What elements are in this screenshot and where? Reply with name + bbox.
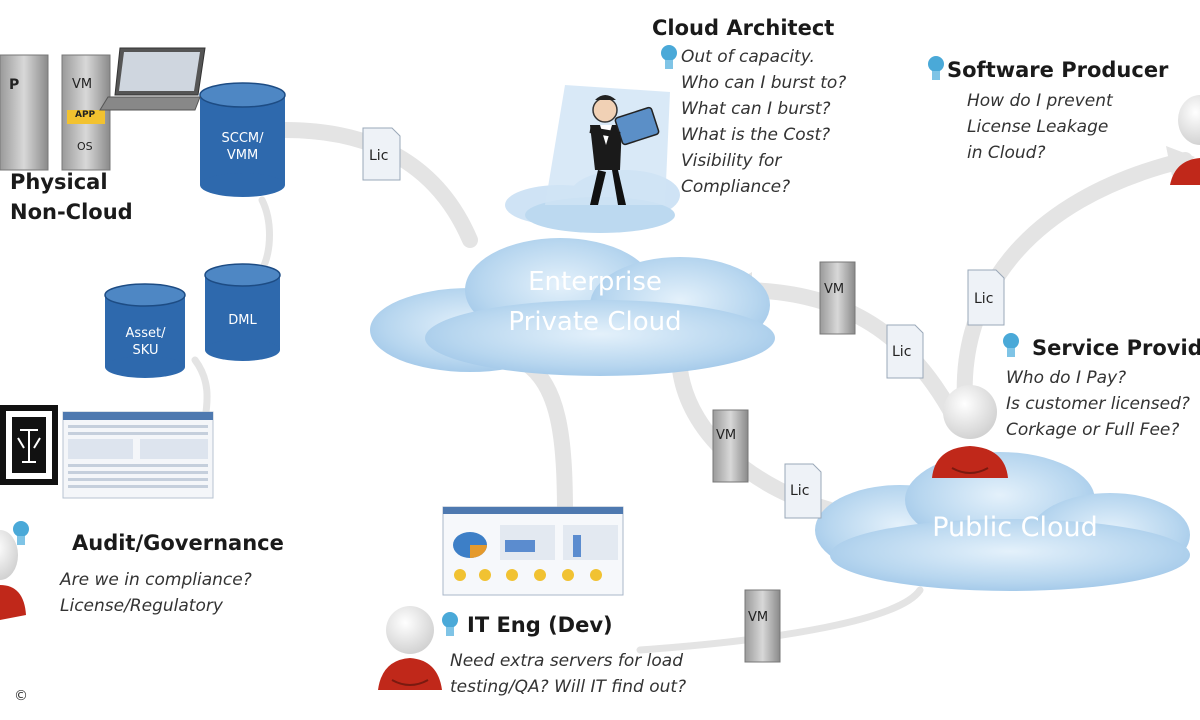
vm-label-2: VM [716,428,737,443]
architect-question-6: Compliance? [681,177,791,197]
lic-label-1: Lic [369,148,389,164]
vm-label-1: VM [824,282,845,297]
lightbulb-icon [928,56,944,80]
architect-question-1: Out of capacity. [681,47,815,67]
lic-document-4 [784,463,822,519]
connector-sccm-to-dml [258,196,273,274]
software-producer-questions: How do I prevent License Leakage in Clou… [967,88,1113,166]
connector-asset-to-audit [191,356,211,424]
producer-question-1: How do I prevent [967,91,1113,111]
provider-question-2: Is customer licensed? [1006,394,1190,414]
lightbulb-icon [1003,333,1019,357]
connector-enterprise-to-iteng [512,352,573,523]
connector-sccm-to-enterprise [277,122,478,248]
architect-question-3: What can I burst? [681,99,831,119]
cylinder-dml [204,263,281,361]
lightbulb-icon [442,612,458,636]
lic-document-1 [362,127,401,181]
service-provider-questions: Who do I Pay? Is customer licensed? Cork… [1006,365,1190,443]
server-vm-label: VM [72,77,93,92]
scales-icon [0,405,58,485]
copyright-mark: © [14,688,28,704]
architect-question-4: What is the Cost? [681,125,831,145]
audit-question-1: Are we in compliance? [60,570,252,590]
physical-servers [0,54,111,171]
vm-server-3 [744,589,781,663]
cylinder-sccm [199,82,286,197]
cloud-architect-questions: Out of capacity. Who can I burst to? Wha… [681,44,846,200]
dml-label: DML [228,313,257,328]
lic-label-2: Lic [892,344,912,360]
audit-report-thumbnail [62,411,214,499]
service-provider-block: Service Provider Who do I Pay? Is custom… [1000,330,1200,450]
lightbulb-icon [661,45,677,69]
person-service-provider [932,385,1008,478]
server-os-label: OS [77,140,93,153]
iteng-question-1: Need extra servers for load [450,651,684,671]
asset-label-line1: Asset/ [125,326,166,341]
person-audit [0,530,26,620]
enterprise-cloud-shape [370,238,775,376]
architect-question-2: Who can I burst to? [681,73,847,93]
provider-question-1: Who do I Pay? [1006,368,1127,388]
vm-server-2 [712,409,749,483]
software-producer-title: Software Producer [947,58,1169,82]
sccm-label-line1: SCCM/ [221,131,264,146]
it-eng-title: IT Eng (Dev) [467,613,613,637]
lightbulb-icon [13,521,29,545]
audit-question-2: License/Regulatory [60,596,223,616]
asset-label-line2: SKU [132,343,159,358]
person-it-eng [378,606,442,690]
it-eng-questions: Need extra servers for load testing/QA? … [450,648,686,700]
producer-question-3: in Cloud? [967,143,1046,163]
cloud-architect-title: Cloud Architect [652,16,835,40]
audit-questions: Are we in compliance? License/Regulatory [60,567,252,619]
lic-label-3: Lic [974,291,994,307]
vm-server-1 [819,261,856,335]
person-software-producer [1170,95,1200,185]
public-cloud-label: Public Cloud [932,512,1098,543]
dashboard-thumbnail [442,506,624,596]
server-p-label: P [9,77,20,93]
cylinder-asset [104,283,186,378]
enterprise-cloud-line2: Private Cloud [508,307,682,337]
sccm-label: SCCM/ VMM [205,130,280,164]
physical-label-line2: Non-Cloud [10,200,133,224]
asset-label: Asset/ SKU [108,325,183,359]
connector-public-to-iteng [636,586,924,654]
server-app-label: APP [75,110,96,120]
lic-document-3 [967,269,1005,326]
service-provider-title: Service Provider [1032,336,1200,360]
cloud-architect-figure [589,95,660,205]
enterprise-cloud-line1: Enterprise [528,267,662,297]
producer-question-2: License Leakage [967,117,1109,137]
provider-question-3: Corkage or Full Fee? [1006,420,1180,440]
physical-label-line1: Physical [10,170,108,194]
sccm-label-line2: VMM [226,148,259,163]
vm-label-3: VM [748,610,769,625]
lic-document-2 [886,324,924,379]
lic-label-4: Lic [790,483,810,499]
architect-question-5: Visibility for [681,151,782,171]
enterprise-cloud-label: Enterprise Private Cloud [480,262,710,342]
connector-public-to-enterprise [732,282,958,418]
audit-title: Audit/Governance [72,531,284,555]
laptop-icon [99,47,206,111]
connector-public-to-producer [956,152,1193,408]
iteng-question-2: testing/QA? Will IT find out? [450,677,687,697]
arrowhead-producer [1166,146,1195,176]
